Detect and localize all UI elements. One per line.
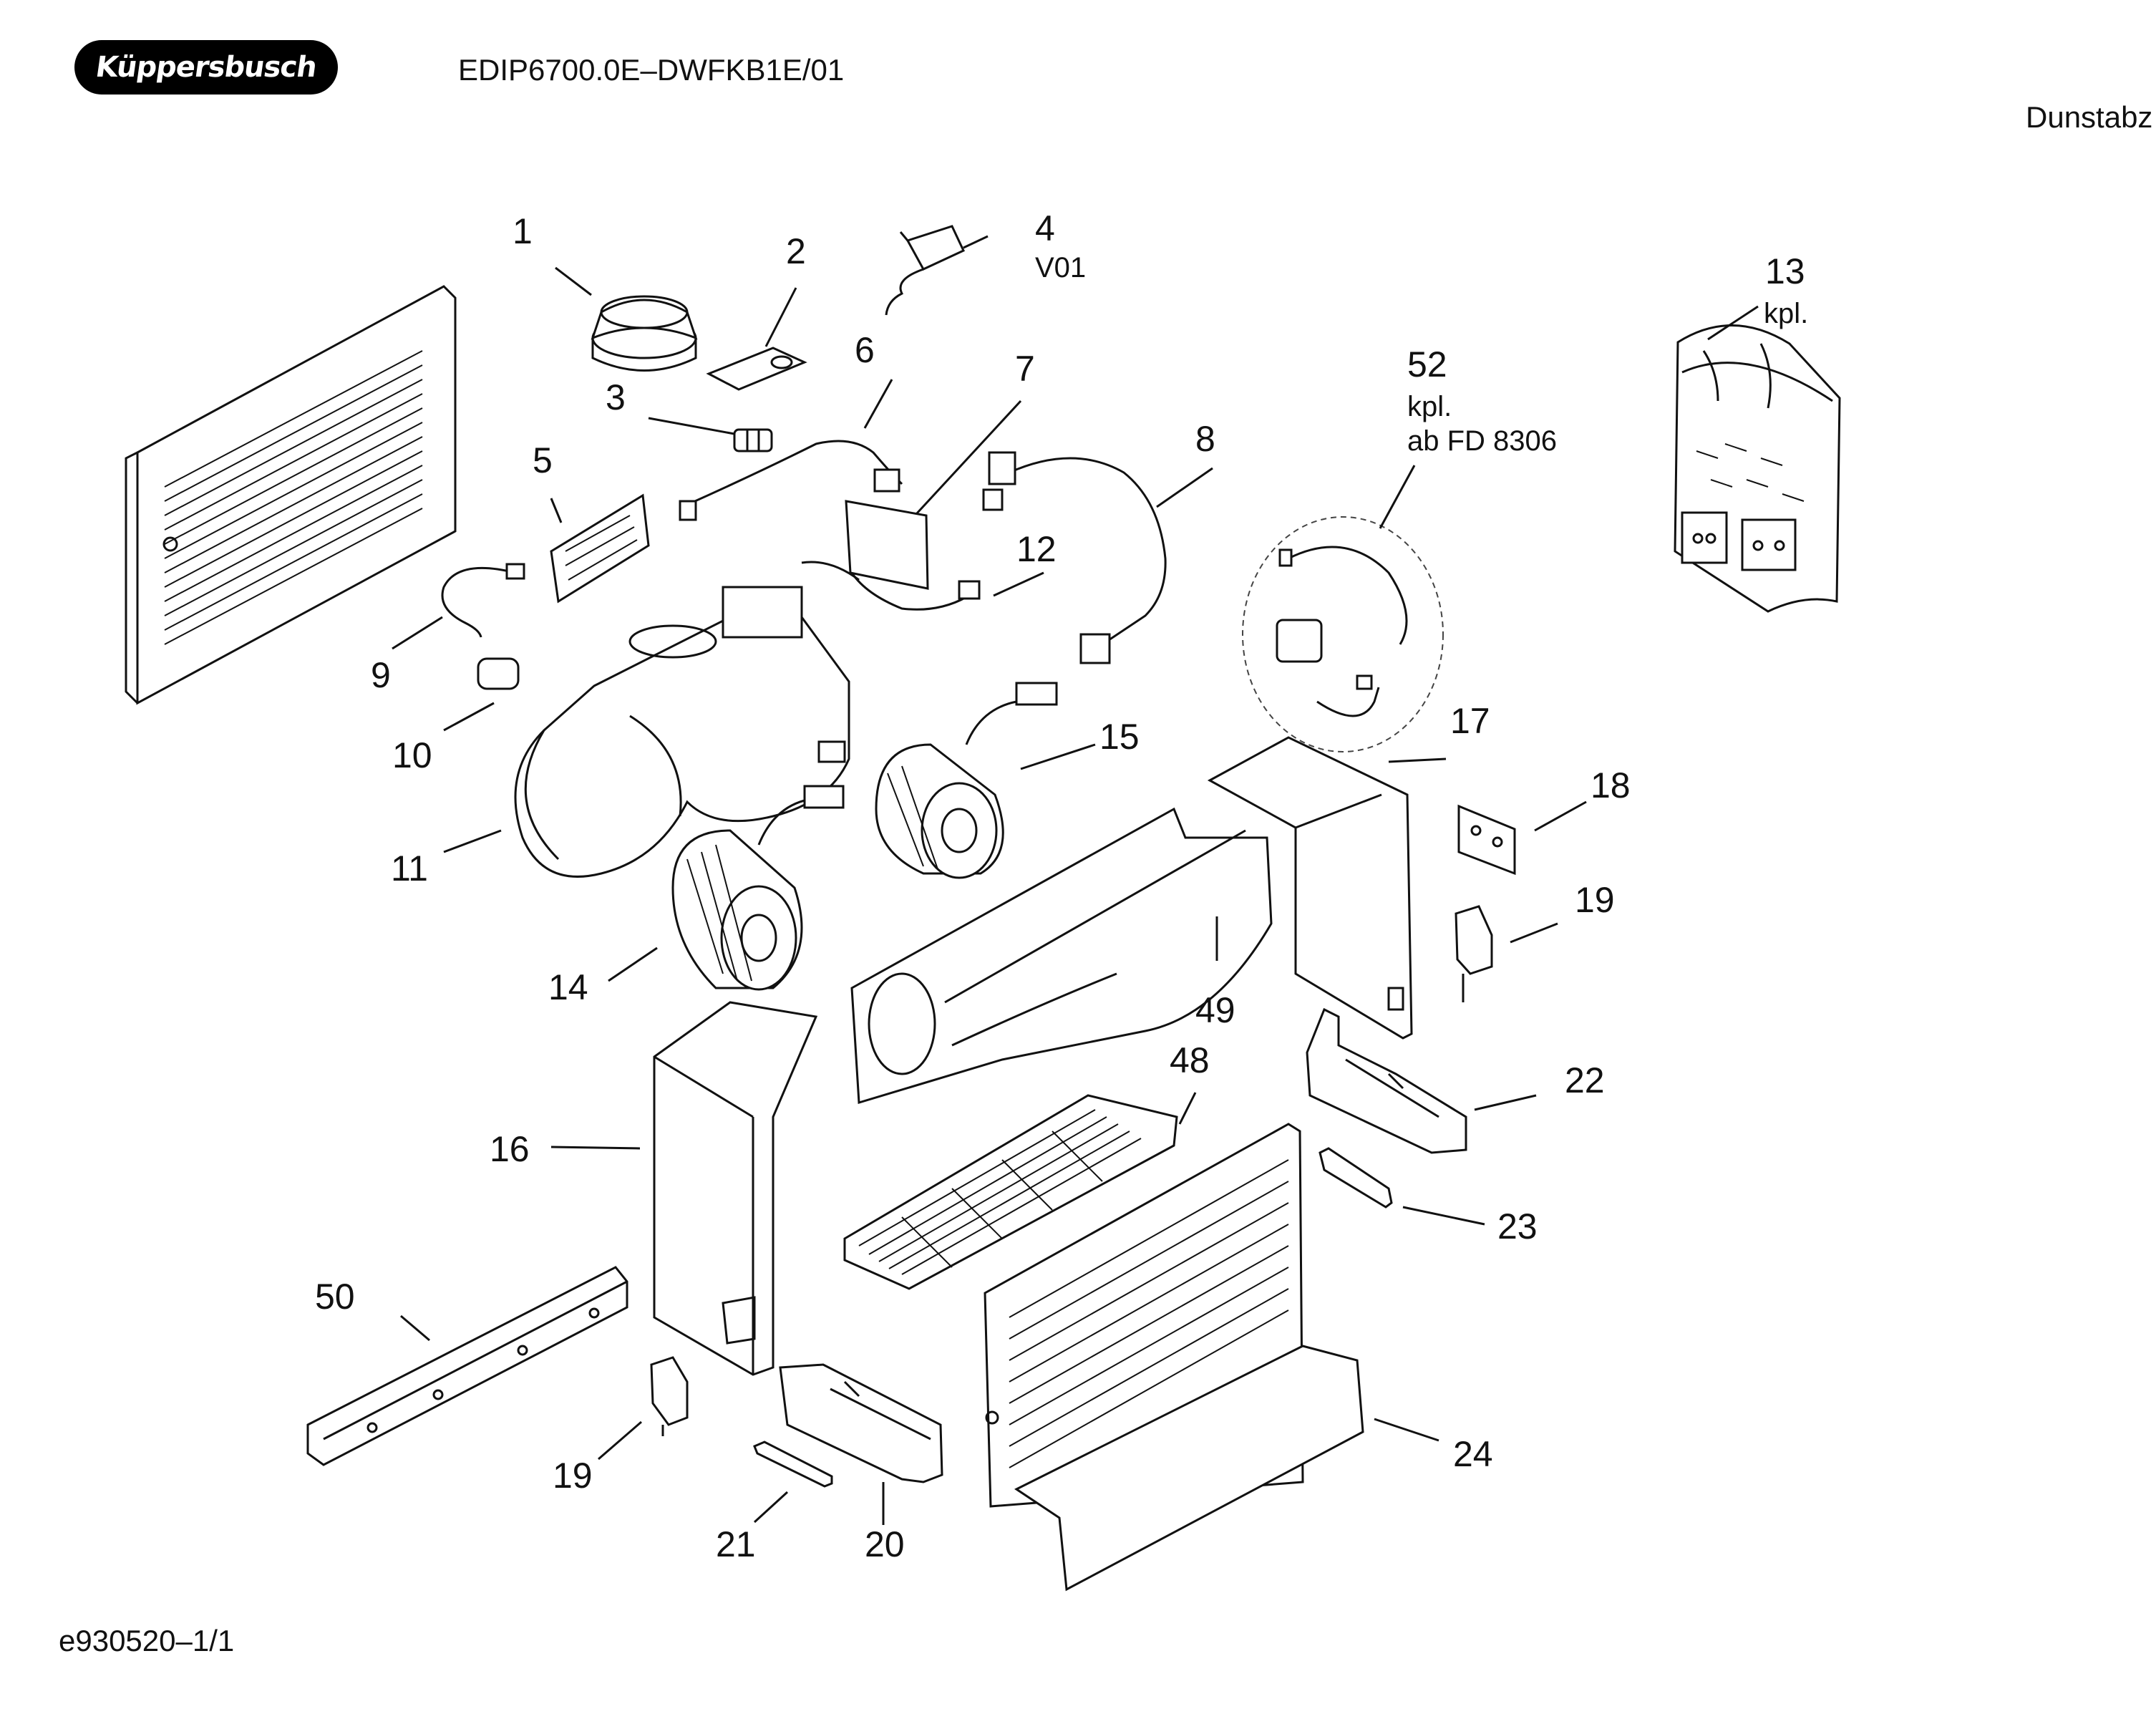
grease-filter-part [845, 1095, 1177, 1289]
mains-plug-part [886, 226, 963, 315]
callout-9: 9 [371, 655, 391, 695]
callout-15: 15 [1099, 717, 1140, 757]
switch-connector-part [734, 430, 772, 451]
category-label: Dunstabz [2026, 100, 2153, 134]
small-board-part [709, 348, 805, 389]
callout-52: 52 [1407, 344, 1447, 384]
callout-3: 3 [606, 377, 626, 417]
callout-12: 12 [1016, 529, 1057, 569]
leader-lines [392, 236, 1758, 1525]
pcb-wire-part [802, 562, 859, 580]
sensor-lead-part [442, 564, 524, 637]
connection-cable-part [984, 452, 1165, 663]
callout-50: 50 [315, 1277, 355, 1317]
callout-21: 21 [716, 1524, 756, 1564]
front-panel-part [985, 1124, 1363, 1589]
fan-housing-part [515, 587, 849, 876]
hinge-arm-left-part [754, 1442, 832, 1486]
callout-2: 2 [786, 231, 806, 271]
cable-harness-part [680, 441, 902, 520]
callout-24: 24 [1453, 1434, 1493, 1474]
blower-wheel-right-part [876, 683, 1057, 878]
electronic-module-part [846, 501, 979, 609]
back-panel-part [126, 286, 455, 703]
callout-48: 48 [1170, 1040, 1210, 1080]
capacitor-part [478, 659, 518, 689]
callout-8: 8 [1195, 419, 1215, 459]
callout-11: 11 [391, 848, 428, 889]
limit-switch-right-part [1456, 906, 1492, 1002]
screw-kit-bag-part [1675, 325, 1840, 611]
side-panel-right-part [1210, 737, 1412, 1038]
callout-18: 18 [1591, 765, 1631, 805]
trim-rail-part [308, 1267, 627, 1465]
duct-ring-part [593, 296, 696, 371]
callout-5: 5 [533, 440, 553, 480]
callout-14: 14 [548, 967, 588, 1007]
mounting-plate-part [1459, 806, 1515, 873]
callout-7: 7 [1015, 349, 1035, 389]
hinge-bracket-right-part [1307, 1009, 1466, 1153]
callout-13: 13 [1765, 251, 1805, 291]
callout-10: 10 [392, 735, 432, 775]
callout-16: 16 [490, 1129, 530, 1169]
callout-20: 20 [865, 1524, 905, 1564]
callout-22: 22 [1565, 1060, 1605, 1100]
callout-4-note: V01 [1035, 252, 1087, 284]
callout-13-note: kpl. [1764, 298, 1809, 329]
control-pcb-part [551, 495, 649, 601]
air-duct-part [852, 809, 1271, 1103]
blower-wheel-left-part [673, 786, 843, 989]
callout-1: 1 [513, 211, 533, 251]
callout-23: 23 [1497, 1206, 1538, 1246]
callout-19-right: 19 [1575, 880, 1615, 920]
drawing-id: e930520–1/1 [59, 1624, 235, 1657]
limit-switch-left-part [651, 1357, 687, 1436]
side-panel-left-part [654, 1002, 816, 1375]
callout-4: 4 [1035, 208, 1055, 248]
hinge-bracket-left-part [780, 1365, 942, 1482]
callout-52-note-fd: ab FD 8306 [1407, 425, 1558, 457]
model-code: EDIP6700.0E–DWFKB1E/01 [458, 53, 845, 87]
brand-logo: Küppersbusch [74, 40, 338, 95]
callout-52-note-kpl: kpl. [1407, 391, 1452, 422]
hinge-arm-right-part [1320, 1148, 1392, 1207]
callout-19-left: 19 [553, 1456, 593, 1496]
callout-17: 17 [1450, 701, 1490, 741]
wiring-kit-part [1243, 517, 1443, 752]
callout-6: 6 [855, 330, 875, 370]
callout-49: 49 [1195, 990, 1235, 1030]
